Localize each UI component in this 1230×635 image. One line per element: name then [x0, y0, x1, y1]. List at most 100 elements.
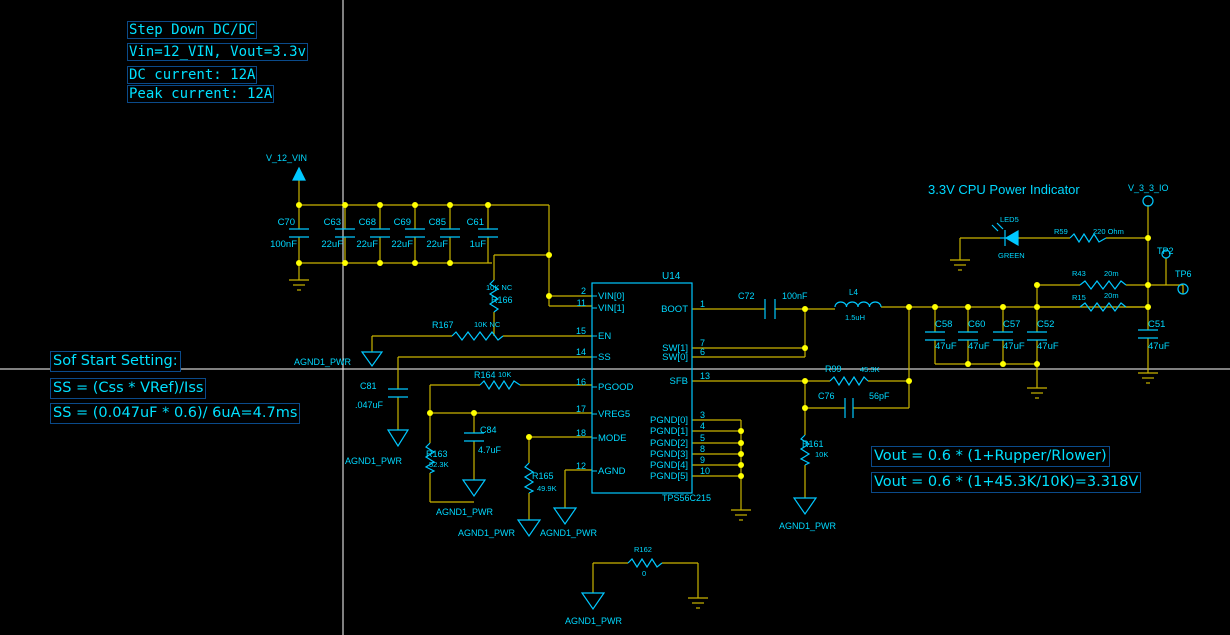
resistor-r167[interactable]	[451, 331, 504, 341]
r43-value: 20m	[1104, 269, 1119, 278]
ic-pin-number: 5	[700, 433, 705, 443]
r165-value: 49.9K	[537, 484, 557, 493]
resistor-r161[interactable]	[799, 434, 811, 466]
cap-c51[interactable]	[1138, 329, 1158, 339]
net-label-agnd-4: AGND1_PWR	[458, 528, 516, 538]
r164-ref: R164	[474, 370, 496, 380]
cap-c70[interactable]	[289, 228, 309, 238]
ic-pin-number: 15	[576, 326, 586, 336]
ic-pin-number: 10	[700, 466, 710, 476]
led5-diode[interactable]	[991, 222, 1019, 247]
design-note-line-4: Peak current: 12A	[127, 85, 275, 103]
resistor-r165[interactable]	[523, 462, 535, 494]
ic-pin-name: SW[0]	[662, 352, 688, 363]
ic-pin-number: 2	[581, 286, 586, 296]
power-port-v33io[interactable]	[1142, 195, 1154, 207]
c76-value: 56pF	[869, 391, 890, 401]
ic-pin-number: 16	[576, 377, 586, 387]
cap-c85[interactable]	[440, 228, 460, 238]
ic-pin-name: PGND[3]	[650, 449, 688, 460]
softstart-formula-1: SS = (Css * VRef)/Iss	[50, 378, 207, 399]
r161-ref: R161	[802, 439, 824, 449]
resistor-r99[interactable]	[829, 375, 869, 387]
ic-u14-body[interactable]	[591, 282, 693, 494]
input-cap-labels: C70100nFC6322uFC6822uFC6922uFC8522uFC611…	[270, 217, 486, 250]
resistor-r43[interactable]	[1079, 280, 1127, 290]
led5-ref: LED5	[1000, 215, 1019, 224]
ic-pin-name: MODE	[598, 433, 627, 444]
r163-value: 52.3K	[429, 460, 449, 469]
cap-c84[interactable]	[464, 432, 484, 442]
cap-c63[interactable]	[335, 228, 355, 238]
ic-ref: U14	[662, 271, 681, 282]
output-cap-ref: C51	[1148, 319, 1165, 330]
output-cap-value: 47uF	[1003, 341, 1025, 352]
r167-value: 10K NC	[474, 320, 501, 329]
power-port-v12vin[interactable]	[292, 166, 306, 181]
c84-value: 4.7uF	[478, 445, 502, 455]
resistor-r15[interactable]	[1079, 302, 1127, 312]
cap-c76[interactable]	[844, 398, 854, 418]
ic-pin-number: 14	[576, 347, 586, 357]
c72-value: 100nF	[782, 291, 808, 301]
ic-pin-name: VIN[0]	[598, 291, 624, 302]
r15-ref: R15	[1072, 293, 1086, 302]
r99-ref: R99	[825, 364, 842, 374]
resistor-r166[interactable]	[488, 279, 500, 313]
inductor-l4[interactable]	[834, 301, 882, 308]
pgnd-symbols	[289, 259, 1158, 609]
testpoint-tp6[interactable]	[1177, 283, 1189, 295]
cap-c52[interactable]	[1027, 331, 1047, 341]
r43-ref: R43	[1072, 269, 1086, 278]
resistor-r163[interactable]	[424, 442, 436, 474]
c76-ref: C76	[818, 391, 835, 401]
cap-c57[interactable]	[993, 331, 1013, 341]
input-cap-ref: C61	[467, 217, 484, 228]
input-cap-ref: C85	[429, 217, 446, 228]
net-label-tp6: TP6	[1175, 269, 1192, 279]
cap-c72[interactable]	[764, 299, 776, 319]
design-note-line-2: Vin=12_VIN, Vout=3.3v	[127, 43, 309, 61]
c84-ref: C84	[480, 425, 497, 435]
output-cap-ref: C52	[1037, 319, 1054, 330]
resistor-r59[interactable]	[1069, 232, 1107, 244]
cap-c69[interactable]	[405, 228, 425, 238]
r59-ref: R59	[1054, 227, 1068, 236]
agnd-symbol-4	[516, 519, 542, 538]
led5-value: GREEN	[998, 251, 1025, 260]
r161-value: 10K	[815, 450, 828, 459]
ic-pin-number: 9	[700, 455, 705, 465]
input-cap-ref: C69	[394, 217, 411, 228]
r99-value: 45.3K	[860, 365, 880, 374]
ic-pin-number: 4	[700, 421, 705, 431]
r59-value: 220 Ohm	[1093, 227, 1124, 236]
net-label-agnd-5: AGND1_PWR	[540, 528, 598, 538]
agnd-symbol-3	[461, 479, 487, 498]
testpoint-tp2[interactable]	[1161, 249, 1171, 259]
net-label-agnd-7: AGND1_PWR	[565, 616, 623, 626]
resistor-r162[interactable]	[627, 557, 663, 569]
ic-pin-name: SW[1]	[662, 343, 688, 354]
softstart-formula-2: SS = (0.047uF * 0.6)/ 6uA=4.7ms	[50, 403, 301, 424]
wires	[298, 180, 1184, 598]
ic-pin-number: 8	[700, 444, 705, 454]
cap-c61[interactable]	[478, 228, 498, 238]
r15-value: 20m	[1104, 291, 1119, 300]
c81-value: .047uF	[355, 400, 384, 410]
cap-c60[interactable]	[958, 331, 978, 341]
ic-pin-number: 11	[577, 298, 586, 308]
ic-pin-name: VREG5	[598, 409, 630, 420]
cap-c81[interactable]	[388, 388, 408, 398]
cap-c68[interactable]	[370, 228, 390, 238]
design-note-line-1: Step Down DC/DC	[127, 21, 258, 39]
ic-part: TPS56C215	[662, 493, 711, 503]
output-cap-ref: C58	[935, 319, 952, 330]
net-label-agnd-1: AGND1_PWR	[294, 357, 352, 367]
resistor-r164[interactable]	[479, 379, 521, 391]
cap-c58[interactable]	[925, 331, 945, 341]
net-label-agnd-2: AGND1_PWR	[345, 456, 403, 466]
ic-pin-name: SS	[598, 352, 611, 363]
